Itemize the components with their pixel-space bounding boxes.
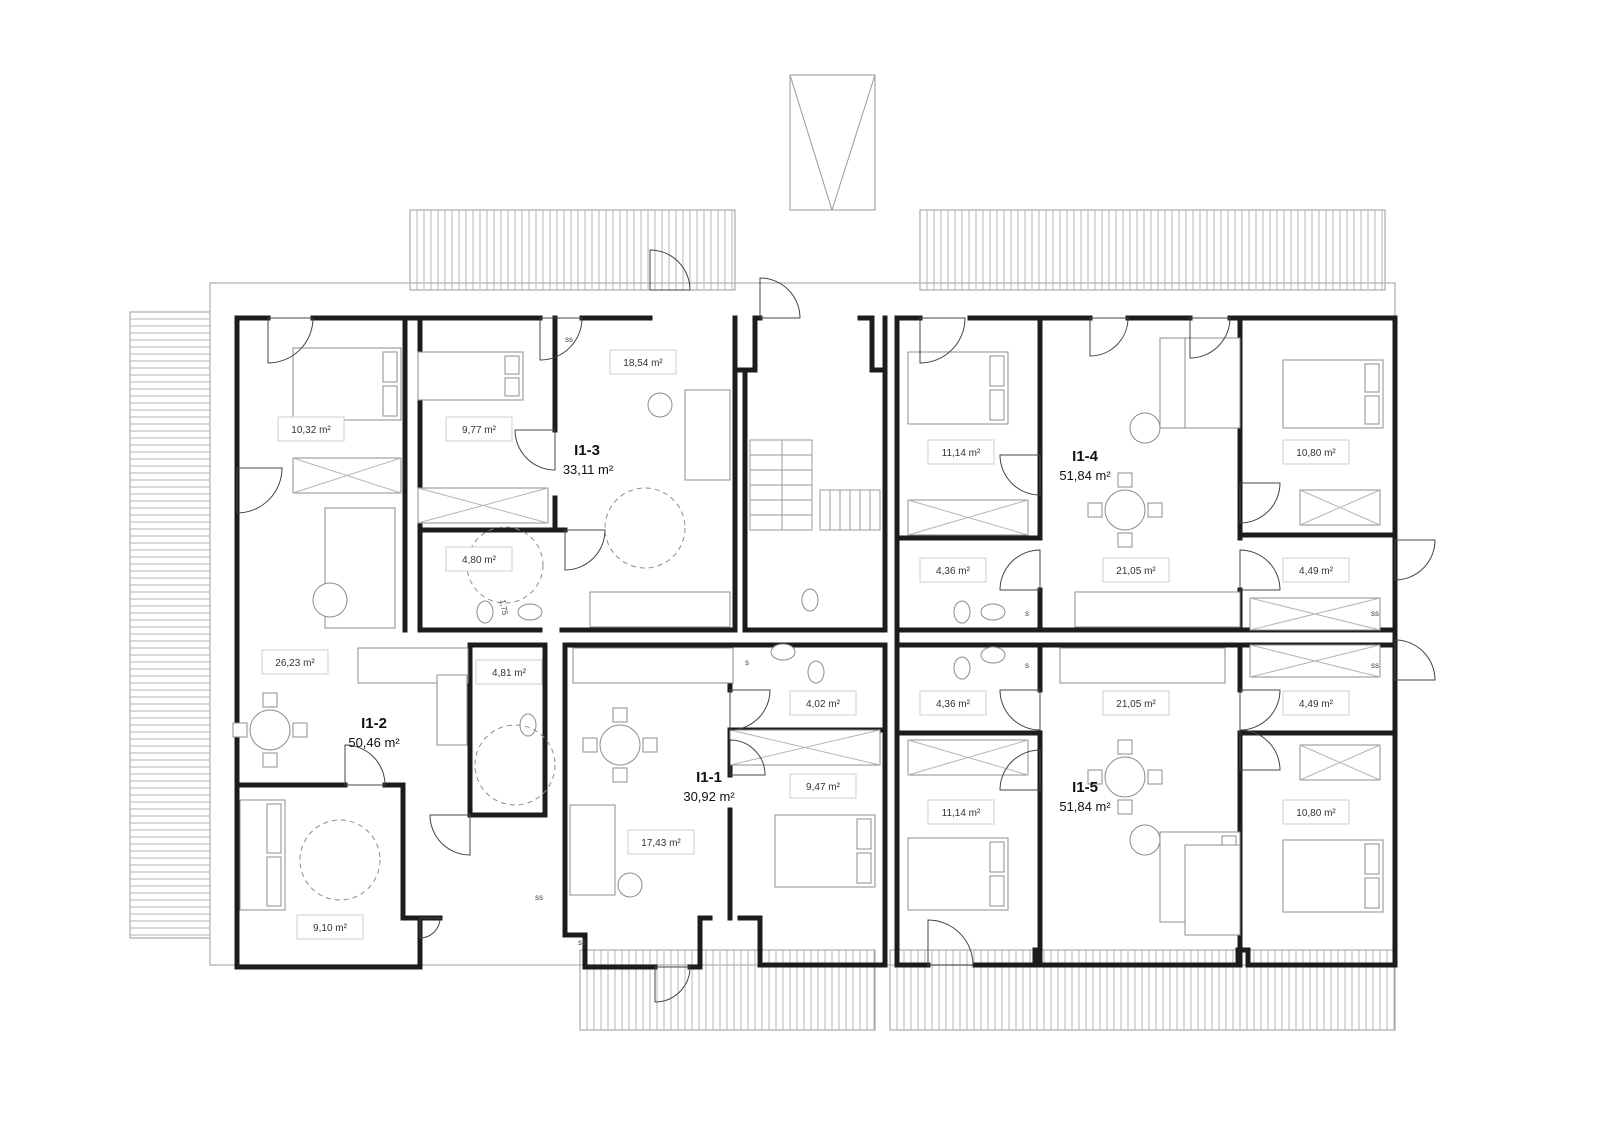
- top-left-balcony: [409, 209, 736, 291]
- svg-text:17,43 m²: 17,43 m²: [641, 838, 681, 849]
- unit-name: I1-4: [1072, 448, 1099, 465]
- room-area-label: 4,36 m²: [919, 557, 987, 583]
- room-area-label: 11,14 m²: [927, 439, 995, 465]
- top-right-balcony: [919, 209, 1386, 291]
- socket-mark: s: [745, 658, 749, 667]
- svg-text:21,05 m²: 21,05 m²: [1116, 699, 1156, 710]
- room-area-label: 18,54 m²: [609, 349, 677, 375]
- room-area-label: 4,02 m²: [789, 690, 857, 716]
- left-balcony: [129, 311, 211, 939]
- svg-text:10,80 m²: 10,80 m²: [1296, 448, 1336, 459]
- room-area-label: 4,80 m²: [445, 546, 513, 572]
- room-area-label: 4,49 m²: [1282, 557, 1350, 583]
- unit-area: 30,92 m²: [683, 789, 735, 804]
- staircase: [749, 439, 881, 531]
- unit-area: 51,84 m²: [1059, 799, 1111, 814]
- unit-area: 51,84 m²: [1059, 468, 1111, 483]
- shower-mark: ss: [1371, 661, 1379, 670]
- svg-text:9,77 m²: 9,77 m²: [462, 425, 497, 436]
- bottom-right-balcony: [889, 949, 1396, 1031]
- svg-text:9,47 m²: 9,47 m²: [806, 782, 841, 793]
- room-area-label: 10,80 m²: [1282, 799, 1350, 825]
- svg-text:10,80 m²: 10,80 m²: [1296, 808, 1336, 819]
- svg-text:11,14 m²: 11,14 m²: [942, 808, 981, 819]
- furniture: [232, 337, 1384, 936]
- shower-mark: ss: [1371, 609, 1379, 618]
- room-area-labels: 10,32 m² 9,77 m² 18,54 m² 4,80 m² 26,23 …: [261, 349, 1350, 940]
- unit-name: I1-1: [696, 769, 722, 786]
- svg-text:4,36 m²: 4,36 m²: [936, 699, 971, 710]
- room-area-label: 4,81 m²: [475, 659, 543, 685]
- bottom-left-balcony: [579, 949, 876, 1031]
- unit-name: I1-2: [361, 715, 387, 732]
- svg-text:26,23 m²: 26,23 m²: [275, 658, 315, 669]
- svg-text:4,80 m²: 4,80 m²: [462, 555, 497, 566]
- svg-text:4,49 m²: 4,49 m²: [1299, 699, 1334, 710]
- socket-mark: s: [1025, 661, 1029, 670]
- unit-name: I1-3: [574, 442, 600, 459]
- room-area-label: 21,05 m²: [1102, 690, 1170, 716]
- svg-text:4,02 m²: 4,02 m²: [806, 699, 841, 710]
- room-area-label: 4,49 m²: [1282, 690, 1350, 716]
- svg-text:4,36 m²: 4,36 m²: [936, 566, 971, 577]
- room-area-label: 17,43 m²: [627, 829, 695, 855]
- dimension-label: 1,75: [498, 599, 510, 616]
- room-area-label: 10,80 m²: [1282, 439, 1350, 465]
- shower-mark: ss: [565, 335, 573, 344]
- room-area-label: 21,05 m²: [1102, 557, 1170, 583]
- entrance-canopy: [789, 74, 876, 211]
- room-area-label: 10,32 m²: [277, 416, 345, 442]
- shower-mark: ss: [535, 893, 543, 902]
- room-area-label: 11,14 m²: [927, 799, 995, 825]
- svg-text:10,32 m²: 10,32 m²: [291, 425, 331, 436]
- unit-name: I1-5: [1072, 779, 1098, 796]
- wheelchair-icon: [604, 487, 686, 569]
- room-area-label: 9,47 m²: [789, 773, 857, 799]
- unit-area: 33,11 m²: [563, 462, 614, 477]
- svg-text:21,05 m²: 21,05 m²: [1116, 566, 1156, 577]
- svg-text:4,49 m²: 4,49 m²: [1299, 566, 1334, 577]
- shower-mark: ss: [578, 938, 586, 947]
- doors: [236, 249, 1436, 1003]
- room-area-label: 26,23 m²: [261, 649, 329, 675]
- unit-area: 50,46 m²: [348, 735, 400, 750]
- svg-text:9,10 m²: 9,10 m²: [313, 923, 348, 934]
- unit-labels: I1-3 33,11 m² I1-2 50,46 m² I1-1 30,92 m…: [348, 442, 1111, 814]
- socket-mark: s: [1025, 609, 1029, 618]
- room-area-label: 9,77 m²: [445, 416, 513, 442]
- fixture-marks: ss ss ss ss ss s s s 1,75: [498, 335, 1379, 947]
- svg-text:11,14 m²: 11,14 m²: [942, 448, 981, 459]
- svg-text:18,54 m²: 18,54 m²: [623, 358, 663, 369]
- room-area-label: 4,36 m²: [919, 690, 987, 716]
- svg-text:4,81 m²: 4,81 m²: [492, 668, 527, 679]
- wheelchair-icon: [299, 819, 381, 901]
- room-area-label: 9,10 m²: [296, 914, 364, 940]
